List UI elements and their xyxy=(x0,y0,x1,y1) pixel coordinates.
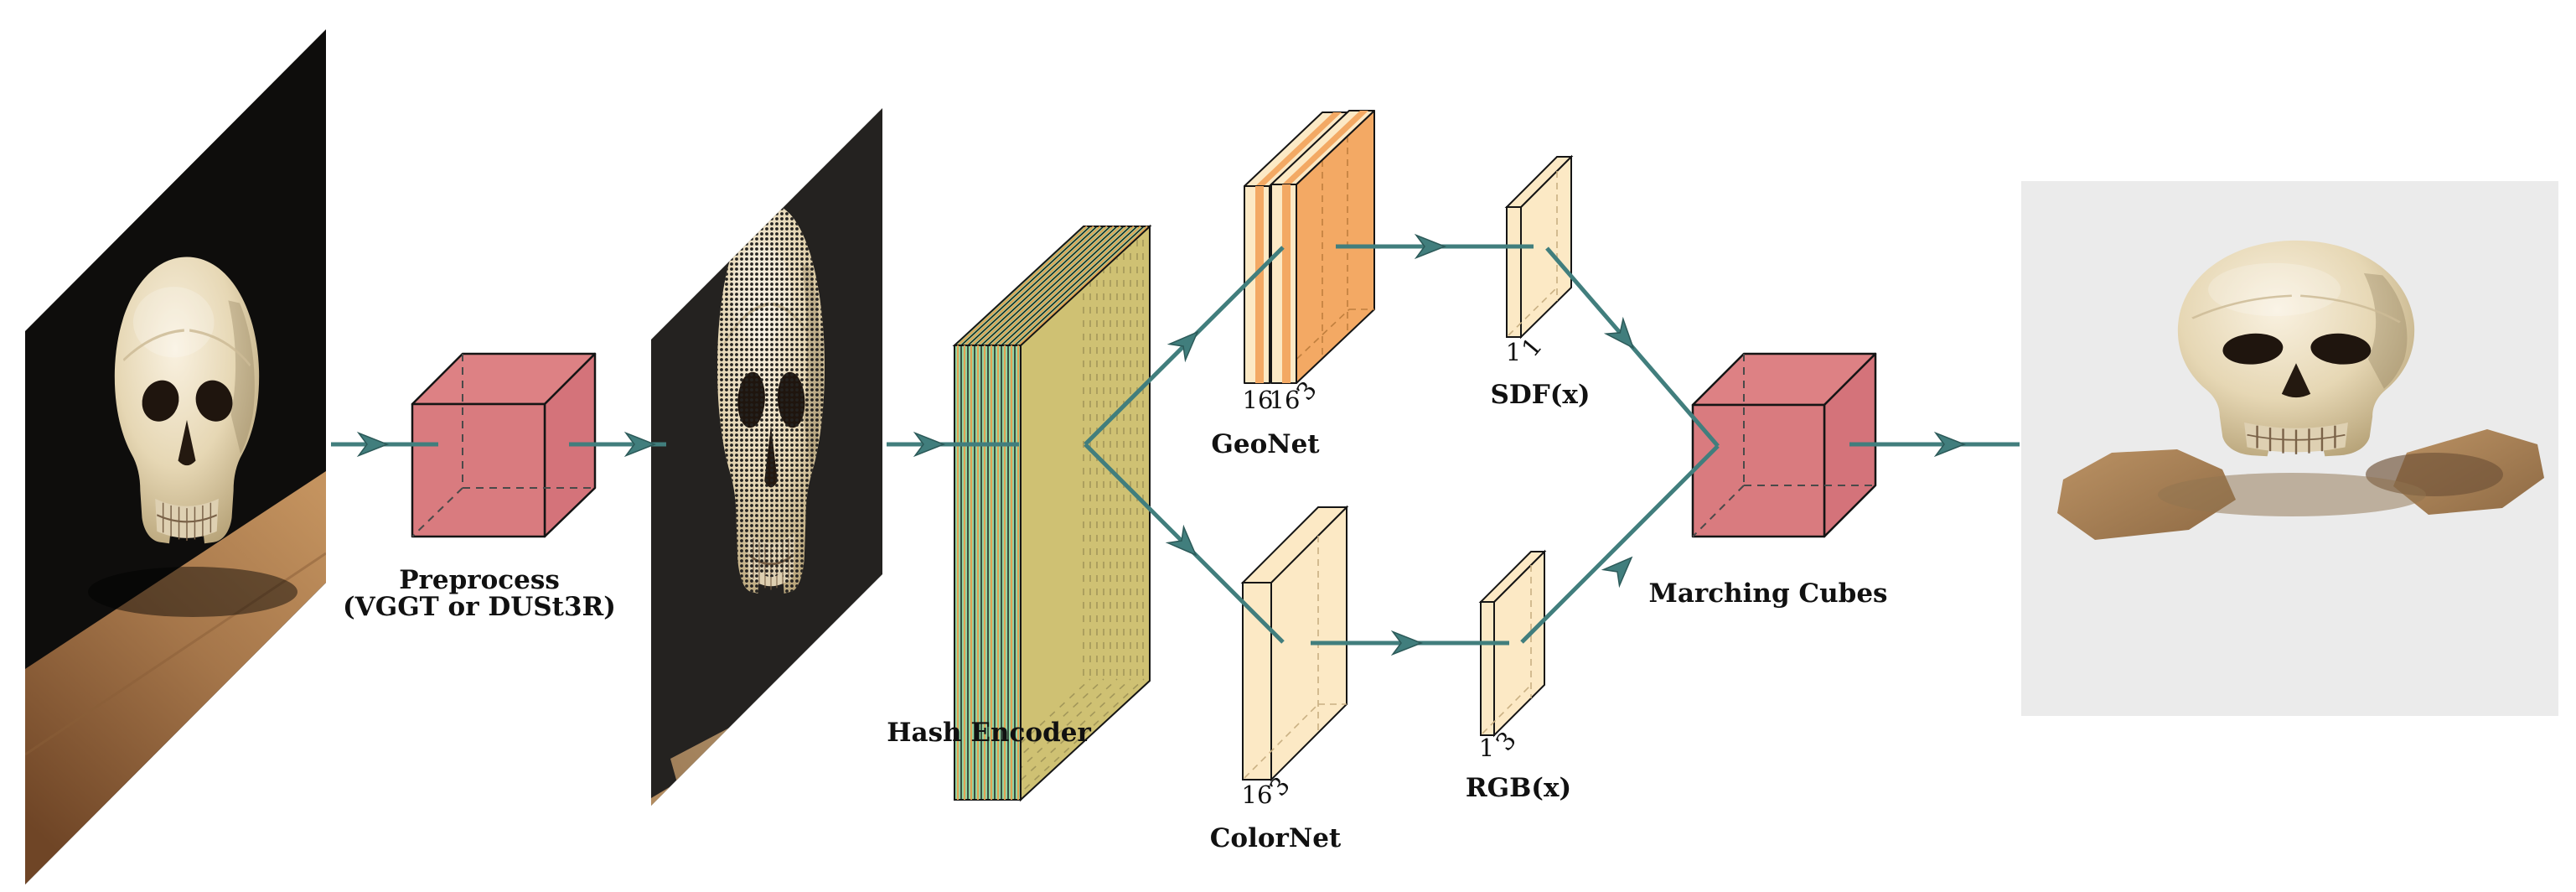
sdf-label: SDF(x) xyxy=(1490,379,1591,410)
point-cloud-skull xyxy=(651,108,882,806)
geonet-label: GeoNet xyxy=(1211,428,1320,459)
sdf-dim-width: 1 xyxy=(1505,338,1522,366)
preprocess-cube xyxy=(411,352,597,538)
arrow-rgb-to-marching xyxy=(1520,444,1720,644)
preprocess-label-line2: (VGGT or DUSt3R) xyxy=(343,592,616,622)
flow-arrows xyxy=(331,234,2020,656)
colornet-dim-width: 16 xyxy=(1241,780,1273,809)
rgb-dim-width: 1 xyxy=(1478,734,1495,762)
rgb-output-slab xyxy=(1478,549,1547,738)
reconstructed-mesh-skull xyxy=(2021,181,2558,716)
geonet-dim-width2: 16 xyxy=(1269,386,1301,414)
marching-cubes-cube xyxy=(1691,352,1877,538)
geonet-dim-width1: 16 xyxy=(1242,386,1274,414)
input-photo-skull xyxy=(25,29,326,884)
rgb-label: RGB(x) xyxy=(1465,772,1572,803)
colornet-label: ColorNet xyxy=(1209,822,1342,853)
colornet-block xyxy=(1240,505,1349,782)
geonet-block xyxy=(1244,110,1375,384)
sdf-output-slab xyxy=(1504,154,1574,340)
preprocess-label-line1: Preprocess xyxy=(399,564,560,595)
marching-cubes-label: Marching Cubes xyxy=(1648,578,1888,609)
hash-encoder-label: Hash Encoder xyxy=(887,717,1091,748)
hash-encoder-block xyxy=(952,224,1152,802)
preprocess-label: Preprocess (VGGT or DUSt3R) xyxy=(343,564,616,622)
